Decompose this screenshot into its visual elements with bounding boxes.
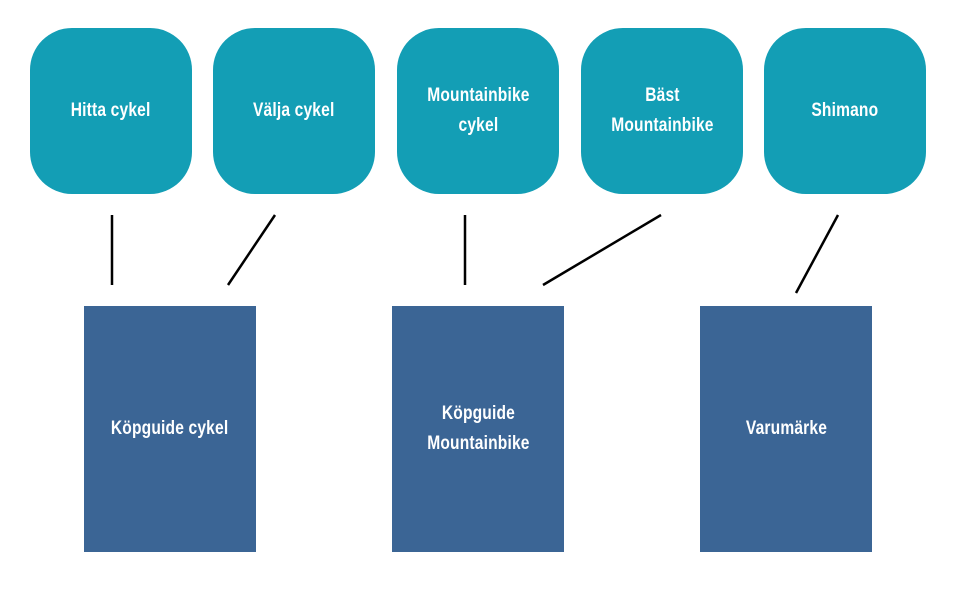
- keyword-node-valja-cykel: Välja cykel: [213, 28, 375, 194]
- keyword-node-hitta-cykel: Hitta cykel: [30, 28, 192, 194]
- page-node-kopguide-mountainbike: Köpguide Mountainbike: [392, 306, 564, 552]
- connector-line: [542, 213, 662, 287]
- page-label: Köpguide cykel: [111, 418, 229, 439]
- keyword-node-shimano: Shimano: [764, 28, 926, 194]
- keyword-label: Bäst Mountainbike: [610, 85, 714, 136]
- keyword-label: Hitta cykel: [71, 100, 151, 121]
- keyword-label: Välja cykel: [253, 100, 335, 121]
- page-label: Varumärke: [745, 418, 827, 439]
- keyword-node-mountainbike-cykel: Mountainbike cykel: [397, 28, 559, 194]
- keyword-label: Shimano: [811, 100, 879, 121]
- keyword-label: Mountainbike cykel: [426, 85, 530, 136]
- connector-line: [226, 214, 277, 286]
- page-node-varumarke: Varumärke: [700, 306, 872, 552]
- page-label: Köpguide Mountainbike: [426, 403, 530, 454]
- page-node-kopguide-cykel: Köpguide cykel: [84, 306, 256, 552]
- connector-line: [794, 214, 840, 294]
- keyword-node-bast-mountainbike: Bäst Mountainbike: [581, 28, 743, 194]
